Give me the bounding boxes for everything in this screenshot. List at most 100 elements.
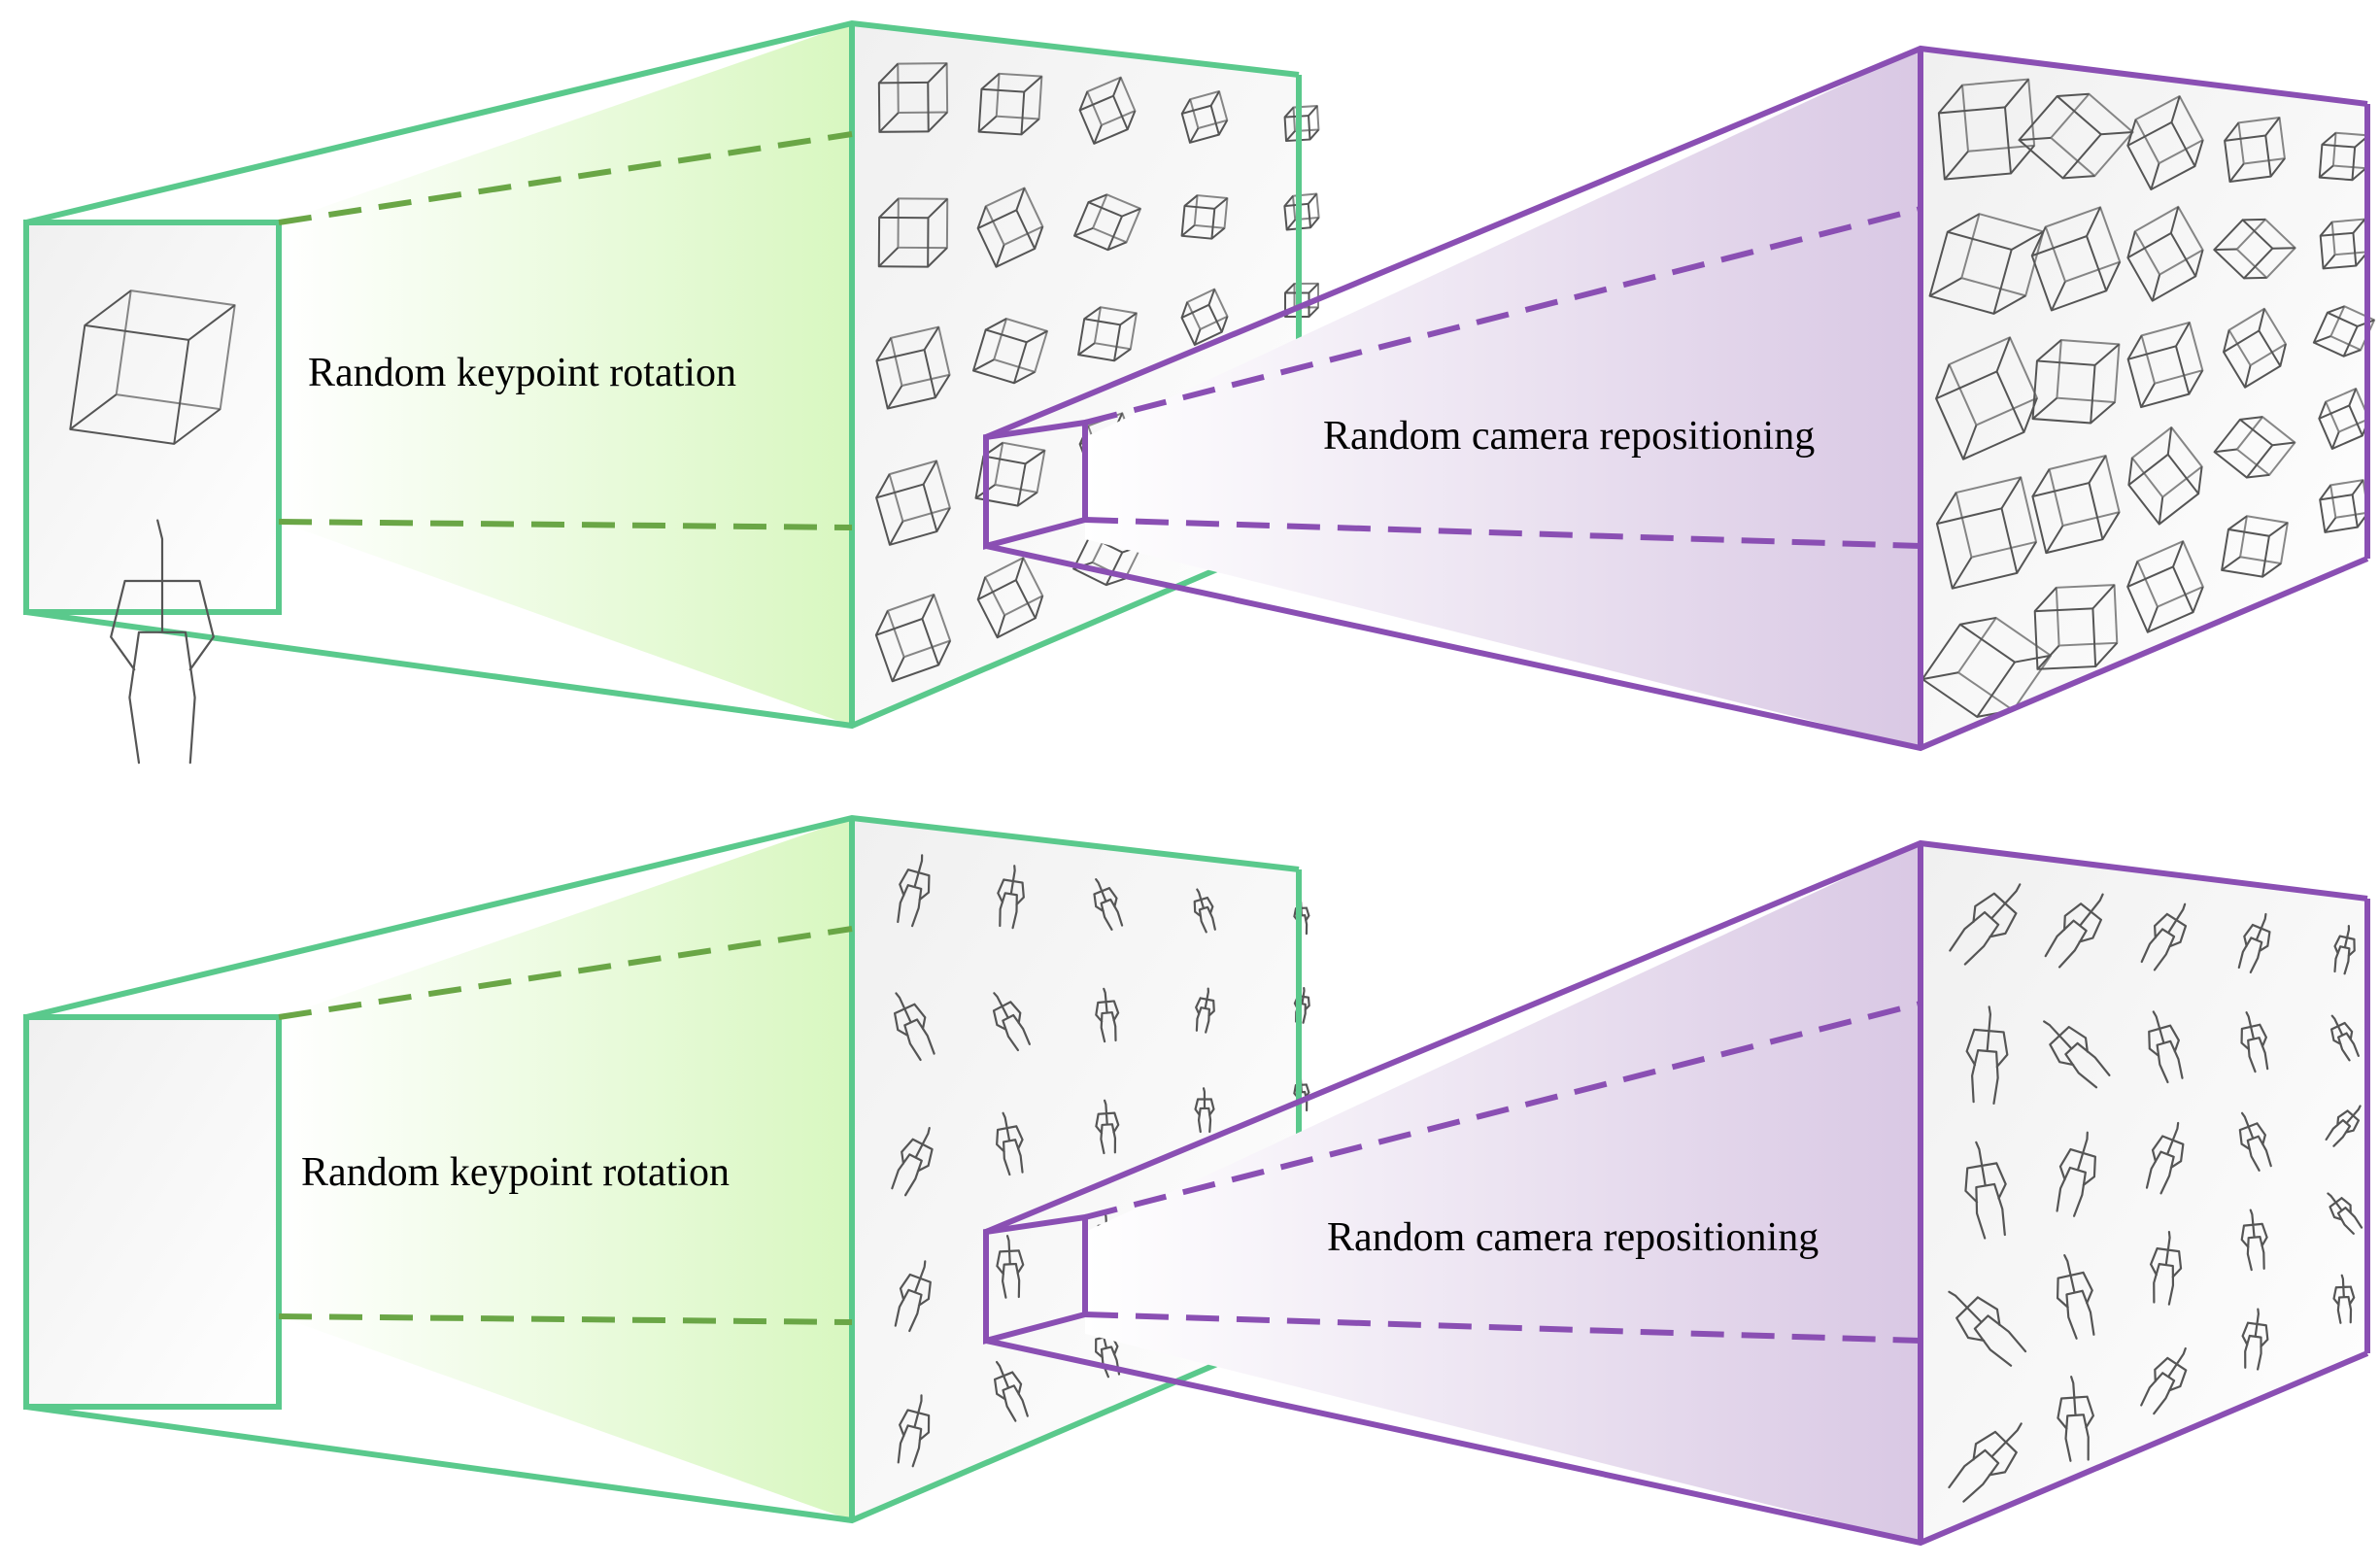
cube-grid-sketch — [1180, 288, 1229, 346]
skeleton-camera-sketch — [2241, 1308, 2269, 1371]
skeleton-camera-sketch — [2240, 1209, 2268, 1272]
skeleton-grid-sketch — [996, 1111, 1024, 1176]
cube-camera-sketch — [2127, 426, 2203, 526]
skeleton-camera-sketch — [2240, 1011, 2269, 1073]
purple-frustum-fill — [1085, 843, 1921, 1543]
skeleton-camera-sketch — [2327, 1192, 2363, 1235]
camera-grid-face — [1921, 843, 2367, 1543]
purple-frustum-fill — [1085, 49, 1921, 748]
skeleton-camera-sketch — [2043, 1020, 2111, 1089]
skeleton-camera-sketch — [2056, 1131, 2096, 1217]
skeleton-camera-sketch — [2140, 1346, 2188, 1415]
skeleton-camera-sketch — [2332, 1274, 2356, 1324]
green-dash-top — [278, 131, 853, 225]
skeleton-camera-sketch — [2145, 1121, 2185, 1195]
green-frustum-fill — [279, 818, 852, 1520]
skeleton-camera-sketch — [1948, 1422, 2023, 1503]
skeleton-grid-sketch — [897, 1394, 931, 1468]
cube-camera-sketch — [2030, 206, 2122, 312]
cube-camera-sketch — [2224, 117, 2286, 184]
cube-grid-sketch — [1180, 194, 1229, 240]
skeleton-camera-sketch — [2057, 1376, 2095, 1462]
cube-grid-sketch — [1078, 76, 1137, 145]
skeleton-grid-sketch — [996, 1235, 1025, 1299]
source-skeleton — [110, 519, 215, 765]
source-cube — [69, 290, 236, 445]
skeleton-grid-sketch — [891, 1126, 934, 1197]
cube-grid-sketch — [874, 593, 952, 683]
skeleton-camera-sketch — [1965, 1005, 2009, 1106]
skeleton-grid-sketch — [1194, 1087, 1215, 1134]
purple-frustum — [983, 839, 2370, 1547]
skeleton-camera-sketch — [1964, 1141, 2007, 1240]
purple-dash-bottom — [1084, 517, 1921, 549]
cube-grid-sketch — [877, 62, 949, 133]
camera-grid-face — [1921, 49, 2367, 748]
cube-camera-sketch — [2126, 321, 2204, 409]
cube-camera-sketch — [1935, 336, 2038, 460]
cube-camera-sketch — [2312, 305, 2376, 358]
cube-camera-sketch — [2221, 515, 2289, 578]
cube-camera-sketch — [1928, 213, 2045, 315]
cube-grid-sketch — [974, 441, 1046, 507]
source-face-border — [23, 1014, 282, 1410]
cube-grid-sketch — [976, 557, 1044, 639]
purple-dash-top — [1084, 1001, 1921, 1220]
camera-label-bottom: Random camera repositioning — [1327, 1215, 1819, 1260]
cube-camera-sketch — [2018, 92, 2134, 180]
cube-camera-sketch — [2223, 307, 2287, 389]
cube-camera-sketch — [1937, 78, 2036, 181]
skeleton-camera-sketch — [2149, 1231, 2183, 1306]
source-face-border — [23, 220, 282, 615]
skeleton-camera-sketch — [2140, 903, 2188, 971]
skeleton-camera-sketch — [2333, 925, 2356, 975]
green-dash-bottom — [278, 1313, 853, 1325]
green-dash-top — [278, 926, 853, 1020]
skeleton-grid-sketch — [1193, 888, 1216, 934]
skeleton-camera-sketch — [2325, 1105, 2362, 1147]
cube-grid-sketch — [875, 325, 951, 410]
skeleton-camera-sketch — [1948, 1290, 2027, 1367]
camera-label-top: Random camera repositioning — [1323, 414, 1816, 459]
skeleton-grid-sketch — [894, 1260, 932, 1333]
cube-camera-sketch — [2213, 416, 2296, 479]
panel-bottom — [23, 519, 2370, 1547]
cube-grid-sketch — [875, 460, 951, 546]
cube-camera-sketch — [2126, 95, 2204, 191]
cube-camera-sketch — [2031, 339, 2121, 425]
cube-grid-sketch — [1072, 193, 1142, 252]
purple-dash-bottom — [1084, 1312, 1921, 1344]
source-face — [26, 1017, 279, 1407]
cube-grid-sketch — [976, 187, 1044, 268]
cube-grid-sketch — [1180, 89, 1229, 144]
skeleton-camera-sketch — [2044, 893, 2104, 969]
panel-top — [23, 19, 2376, 752]
cube-camera-sketch — [2031, 455, 2121, 555]
cube-grid-sketch — [1077, 306, 1138, 362]
skeleton-grid-sketch — [992, 992, 1031, 1052]
skeleton-grid-sketch — [893, 992, 935, 1062]
skeleton-grid-sketch — [997, 865, 1025, 930]
skeleton-camera-sketch — [2238, 1111, 2272, 1172]
cube-camera-sketch — [1935, 476, 2038, 590]
skeleton-grid-sketch — [993, 1360, 1029, 1422]
cube-grid-sketch — [977, 72, 1043, 136]
green-dash-bottom — [278, 519, 853, 530]
cube-grid-sketch — [877, 197, 949, 268]
green-frustum — [23, 519, 1311, 1524]
purple-frustum — [983, 45, 2376, 752]
skeleton-camera-sketch — [1949, 883, 2022, 966]
skeleton-camera-sketch — [2330, 1014, 2360, 1062]
cube-camera-sketch — [2126, 205, 2204, 302]
skeleton-camera-sketch — [2056, 1254, 2095, 1340]
skeleton-grid-sketch — [1095, 987, 1120, 1043]
skeleton-grid-sketch — [1194, 987, 1215, 1034]
cube-camera-sketch — [2033, 584, 2119, 670]
skeleton-camera-sketch — [2148, 1010, 2184, 1084]
rotation-label-bottom: Random keypoint rotation — [301, 1150, 730, 1195]
cube-grid-sketch — [971, 318, 1049, 385]
cube-camera-sketch — [2213, 218, 2296, 280]
cube-camera-sketch — [2126, 540, 2204, 633]
rotation-label-top: Random keypoint rotation — [308, 351, 736, 395]
